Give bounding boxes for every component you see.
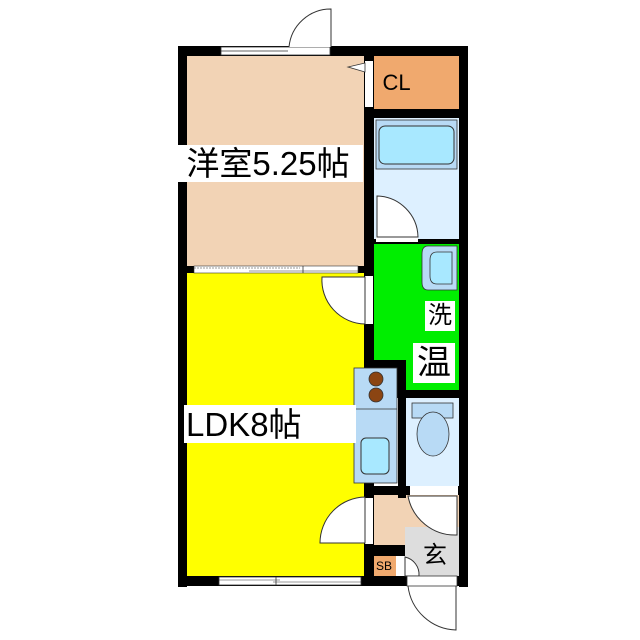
ldk-door-upper (321, 276, 373, 325)
toilet-fixture (410, 402, 458, 495)
shoe-box (374, 556, 396, 576)
bath-door (376, 195, 419, 242)
kitchen-counter (353, 367, 398, 484)
top-window (220, 46, 331, 56)
washroom-label-wash: 洗 (425, 301, 455, 331)
wall-wash-bottom (374, 390, 460, 398)
wash-basin (421, 245, 458, 291)
bottom-window (218, 576, 362, 586)
sliding-door (193, 265, 359, 274)
wall-toilet-left (398, 360, 406, 498)
wall-closet-bottom (374, 109, 460, 118)
entrance-label: 玄 (423, 541, 447, 569)
wall-sb-top (374, 545, 405, 556)
shoebox-door (396, 556, 420, 577)
washroom-label-warm: 温 (413, 343, 455, 383)
top-door (288, 8, 332, 48)
toilet-door (407, 495, 458, 536)
ldk-door-lower (319, 496, 373, 544)
closet (374, 56, 459, 109)
wall-right (459, 46, 468, 587)
western-room-label: 洋室5.25帖 (173, 145, 363, 182)
entrance-door (406, 575, 458, 631)
closet-label: CL (382, 70, 411, 95)
wall-left (178, 46, 187, 587)
shoe-box-label: SB (375, 559, 392, 573)
bathtub (375, 119, 458, 170)
ldk-label: LDK8帖 (184, 405, 356, 443)
